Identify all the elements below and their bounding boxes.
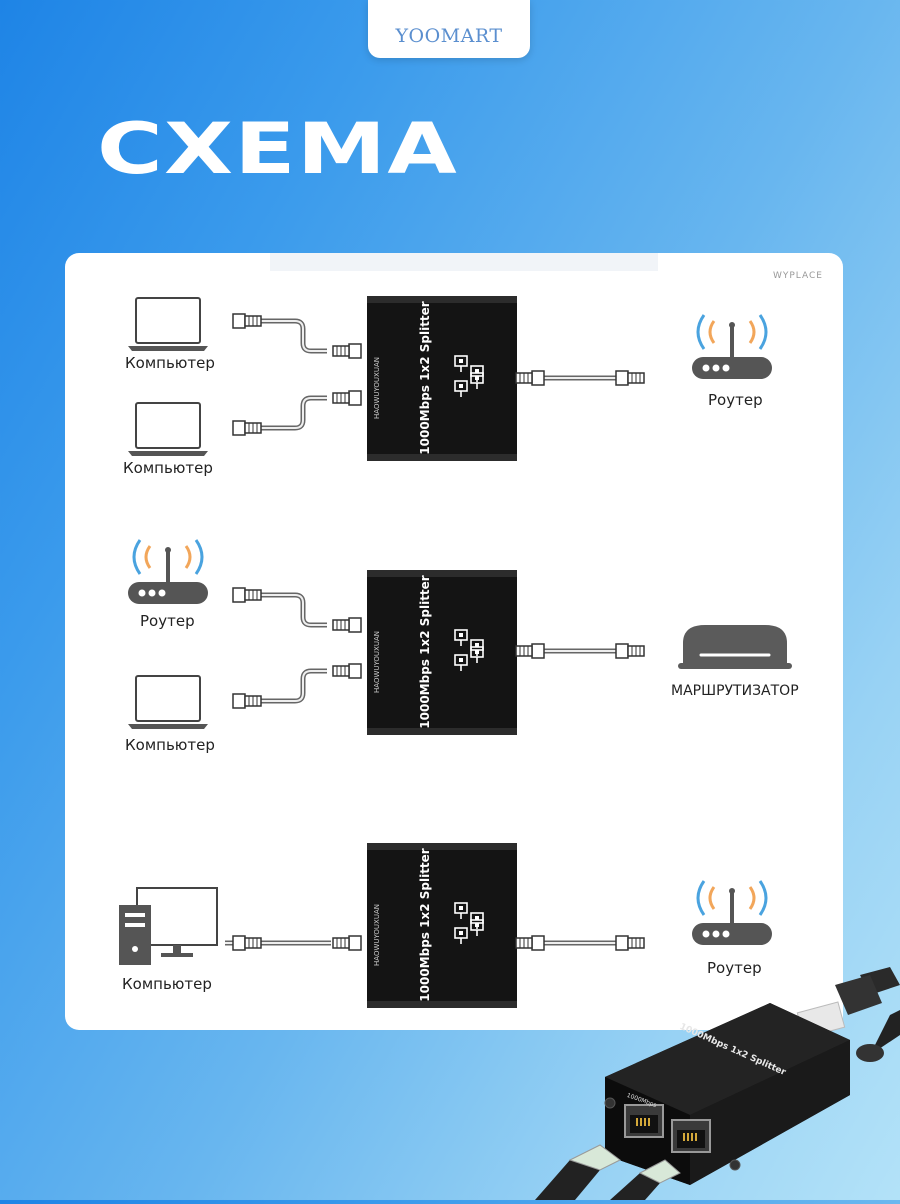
diagram-3 [119,843,774,1008]
d3-right-label: Роутер [707,959,762,977]
card-top-band [270,253,658,271]
router-icon [690,879,774,947]
card-watermark: WYPLACE [772,271,823,280]
splitter-product-illustration [535,967,900,1200]
d2-left-bottom-label: Компьютер [125,736,215,754]
splitter-maker-label: HAOWUYOUXUAN [373,631,381,693]
d1-left-top-label: Компьютер [125,354,215,372]
connection-diagrams [119,253,792,1030]
diagram-1 [127,296,774,461]
splitter-maker-label: HAOWUYOUXUAN [373,357,381,419]
splitter-text-1: 1000Mbps 1x2 Splitter HAOWUYOUXUAN [367,296,517,461]
desktop-pc-icon [119,887,218,965]
splitter-model-label: 1000Mbps 1x2 Splitter [418,575,432,729]
page-title: СХЕМА [97,108,458,190]
brand-tab: YOOMART [368,0,530,58]
splitter-text-3: 1000Mbps 1x2 Splitter HAOWUYOUXUAN [367,843,517,1008]
d2-left-top-label: Роутер [140,612,195,630]
product-photo: 1000Mbps 1x2 Splitter 1000Mbps [530,955,900,1204]
splitter-maker-label: HAOWUYOUXUAN [373,904,381,966]
router-icon [690,313,774,381]
d2-right-label: МАРШРУТИЗАТОР [671,683,799,699]
splitter-model-label: 1000Mbps 1x2 Splitter [418,848,432,1002]
splitter-text-2: 1000Mbps 1x2 Splitter HAOWUYOUXUAN [367,570,517,735]
laptop-icon [127,402,209,457]
brand-name: YOOMART [395,25,503,47]
laptop-icon [127,297,209,352]
d3-left-label: Компьютер [122,975,212,993]
switch-icon [678,625,792,669]
router-icon [126,538,210,606]
diagram-card: WYPLACE [65,253,843,1030]
laptop-icon [127,675,209,730]
d1-left-bottom-label: Компьютер [123,459,213,477]
splitter-model-label: 1000Mbps 1x2 Splitter [418,301,432,455]
diagram-2 [126,538,792,735]
d1-right-label: Роутер [708,391,763,409]
